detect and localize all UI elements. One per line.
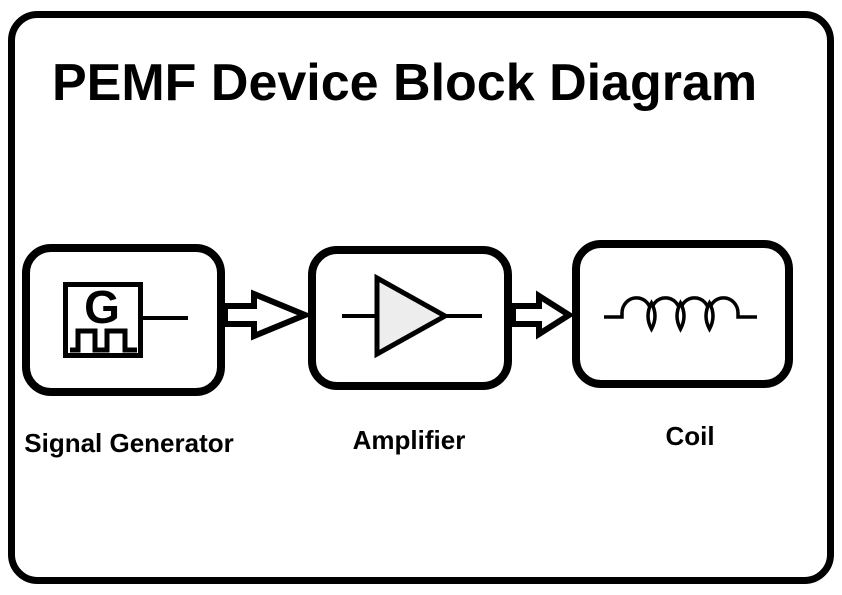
amplifier-triangle-icon [342,273,482,359]
inductor-loop-2 [675,299,686,333]
amplifier-label: Amplifier [353,425,466,455]
amplifier-triangle [374,273,451,359]
pulse-wave-icon [70,328,137,353]
diagram-title: PEMF Device Block Diagram [52,54,757,112]
block-arrow-icon-2 [510,290,575,340]
signal-generator-block: G [22,244,225,396]
block-arrow-icon-1 [222,289,313,341]
coil-block [572,240,793,388]
diagram-outer-frame [8,11,834,584]
inductor-loop-3 [704,299,715,333]
signal-generator-box [22,244,225,396]
coil-label: Coil [665,421,714,451]
inductor-coil-icon [604,296,757,333]
amplifier-block [308,246,512,390]
inductor-loop-1 [646,299,657,333]
signal-generator-icon: G [63,281,188,358]
generator-letter: G [84,281,120,333]
signal-generator-label: Signal Generator [24,428,234,458]
generator-symbol-square [63,282,143,358]
